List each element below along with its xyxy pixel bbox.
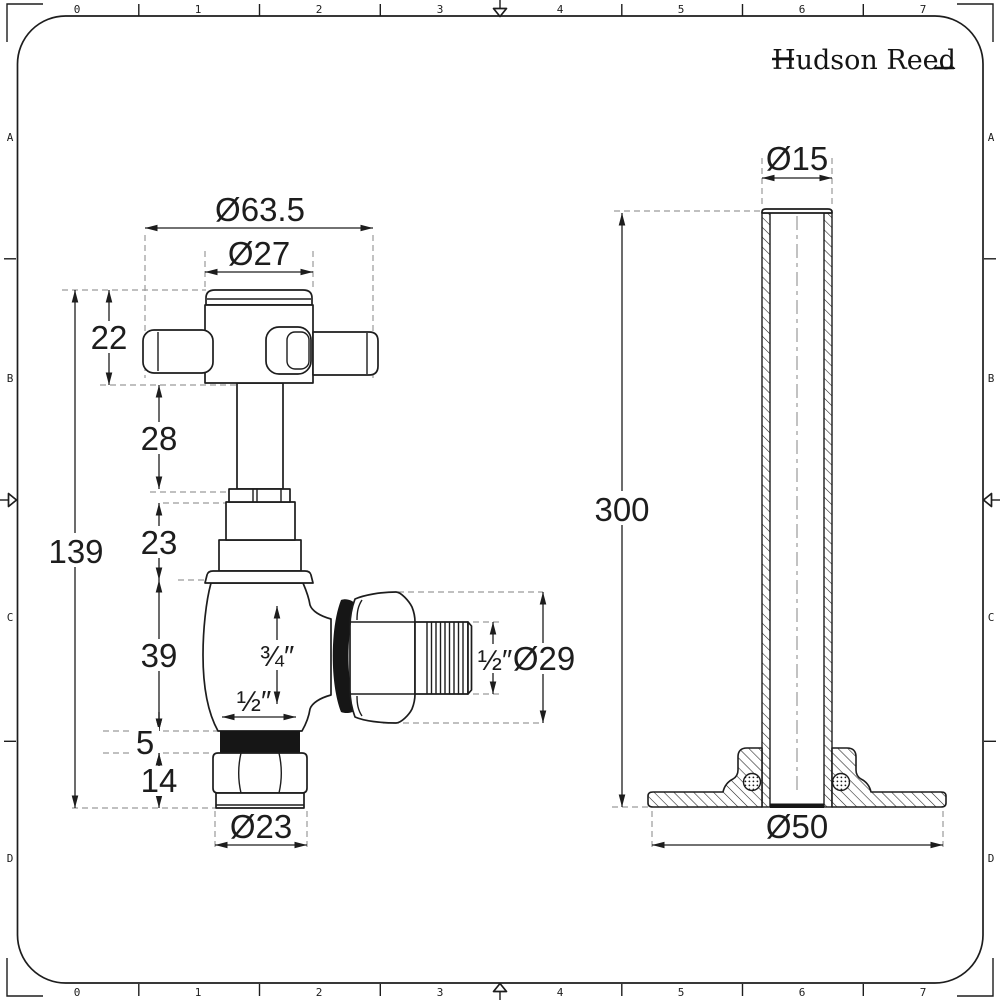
ruler-right-ticks bbox=[984, 258, 996, 742]
tail-collar bbox=[215, 792, 305, 809]
corner-brackets bbox=[6, 3, 994, 997]
dim-bottom-thread: ½″ bbox=[237, 686, 271, 718]
ruler-col-label: 2 bbox=[316, 3, 323, 16]
pipe-section-view: Ø15 300 Ø50 bbox=[594, 140, 947, 851]
center-marker-top-icon bbox=[492, 0, 508, 18]
pipe-top-cap bbox=[761, 208, 833, 214]
sheet-border bbox=[16, 15, 984, 984]
bottom-hex-nut-facets bbox=[238, 752, 282, 794]
flange-left-section bbox=[647, 747, 763, 808]
corner-bracket-bottom-right bbox=[957, 958, 994, 997]
dim-pipe-length: 300 bbox=[594, 491, 649, 528]
corner-bracket-top-right bbox=[957, 3, 994, 42]
cap-dome bbox=[205, 289, 313, 306]
valve-stem bbox=[236, 382, 284, 490]
brand-logo: Hudson Reed bbox=[772, 45, 956, 76]
dim-side-thread: ½″ bbox=[478, 645, 512, 677]
bonnet-flange bbox=[204, 570, 314, 584]
ruler-row-label: D bbox=[7, 852, 14, 865]
union-nut bbox=[349, 591, 416, 724]
gland-nut-facets bbox=[252, 489, 282, 502]
dim-body-height: 39 bbox=[141, 637, 178, 674]
corner-bracket-bottom-left bbox=[6, 958, 43, 997]
ruler-col-label: 5 bbox=[678, 986, 685, 999]
ruler-col-label: 3 bbox=[437, 3, 444, 16]
ruler-col-label: 6 bbox=[799, 986, 806, 999]
ruler-row-label: A bbox=[988, 131, 995, 144]
ruler-bottom: 0 1 2 3 4 5 6 7 bbox=[74, 982, 927, 1000]
ruler-col-label: 5 bbox=[678, 3, 685, 16]
logo-text: Hudson Reed bbox=[772, 45, 956, 76]
ruler-row-label: B bbox=[988, 372, 995, 385]
ruler-col-label: 0 bbox=[74, 3, 81, 16]
handle-front-lobe bbox=[265, 326, 312, 375]
ruler-row-label: B bbox=[7, 372, 14, 385]
bonnet bbox=[225, 501, 296, 541]
pipe-dimensions: Ø15 300 Ø50 bbox=[594, 140, 943, 849]
thread-lines bbox=[426, 622, 464, 694]
o-ring-left bbox=[742, 772, 762, 792]
ruler-col-label: 6 bbox=[799, 3, 806, 16]
union-nut-facets bbox=[351, 599, 415, 717]
valve-dimensions: Ø63.5 Ø27 22 28 23 39 5 14 139 bbox=[48, 191, 575, 849]
center-marker-left-icon bbox=[0, 492, 18, 508]
dim-pipe-diameter: Ø15 bbox=[766, 140, 828, 177]
center-marker-right-icon bbox=[982, 492, 1000, 508]
threaded-tail bbox=[414, 621, 473, 695]
gland-nut bbox=[228, 488, 291, 503]
center-marker-bottom-icon bbox=[492, 982, 508, 1000]
ruler-right: A B C D bbox=[982, 131, 1000, 865]
corner-bracket-top-left bbox=[6, 3, 43, 42]
valve-extension-lines bbox=[62, 235, 543, 849]
dim-nut-height: 14 bbox=[141, 762, 178, 799]
handle-bar-right bbox=[312, 331, 379, 376]
dim-bonnet-height: 23 bbox=[141, 524, 178, 561]
dim-cap-diameter: Ø27 bbox=[228, 235, 290, 272]
ruler-bottom-ticks bbox=[138, 984, 864, 996]
ruler-col-label: 3 bbox=[437, 986, 444, 999]
o-ring-right bbox=[831, 772, 851, 792]
valve-geometry bbox=[142, 289, 473, 809]
pipe-open-end bbox=[770, 803, 824, 808]
ruler-col-label: 7 bbox=[920, 3, 927, 16]
pipe-geometry bbox=[647, 208, 947, 808]
ruler-row-label: D bbox=[988, 852, 995, 865]
ruler-top: 0 1 2 3 4 5 6 7 bbox=[74, 0, 927, 18]
ruler-row-label: C bbox=[988, 611, 995, 624]
dim-seal-height: 5 bbox=[136, 724, 154, 761]
handle-front-lobe-inner bbox=[286, 331, 310, 370]
flange-right-section bbox=[831, 747, 947, 808]
dim-stem-height: 28 bbox=[141, 420, 178, 457]
ruler-row-label: A bbox=[7, 131, 14, 144]
dim-overall-height: 139 bbox=[48, 533, 103, 570]
ruler-col-label: 4 bbox=[557, 986, 564, 999]
bottom-seal-band bbox=[220, 731, 300, 753]
dim-union-diameter: Ø29 bbox=[513, 640, 575, 677]
ruler-left-ticks bbox=[4, 258, 16, 742]
dim-flange-diameter: Ø50 bbox=[766, 808, 828, 845]
ruler-left: A B C D bbox=[0, 131, 18, 865]
ruler-col-label: 1 bbox=[195, 3, 202, 16]
ruler-top-ticks bbox=[138, 4, 864, 16]
ruler-col-label: 1 bbox=[195, 986, 202, 999]
pipe-wall-left bbox=[761, 212, 771, 808]
dim-tail-diameter: Ø23 bbox=[230, 808, 292, 845]
thread-end-chamfer bbox=[467, 621, 473, 695]
dim-handle-height: 22 bbox=[91, 319, 128, 356]
ruler-row-label: C bbox=[7, 611, 14, 624]
ruler-col-label: 7 bbox=[920, 986, 927, 999]
ruler-col-label: 2 bbox=[316, 986, 323, 999]
handle-bar-left bbox=[142, 329, 214, 374]
valve-front-view: Ø63.5 Ø27 22 28 23 39 5 14 139 bbox=[48, 191, 575, 849]
ruler-col-label: 0 bbox=[74, 986, 81, 999]
bottom-hex-nut bbox=[212, 752, 308, 794]
dim-overall-width: Ø63.5 bbox=[215, 191, 305, 228]
bonnet-collar bbox=[218, 539, 302, 572]
pipe-wall-right bbox=[823, 212, 833, 808]
ruler-col-label: 4 bbox=[557, 3, 564, 16]
dim-body-bore: ¾″ bbox=[260, 641, 294, 673]
